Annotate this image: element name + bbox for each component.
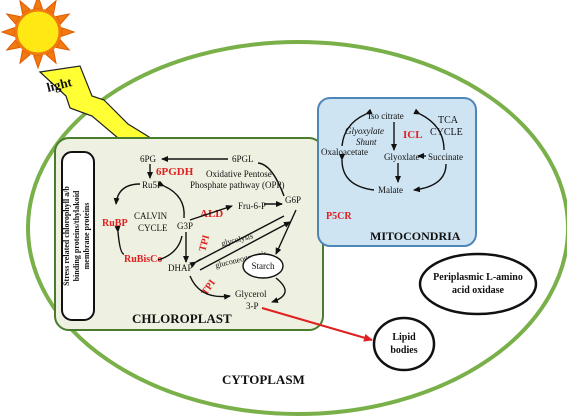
node-glyoxlate: Glyoxlate: [384, 152, 420, 162]
stress-proteins-box: [61, 151, 95, 321]
sun-ray: [33, 55, 43, 70]
stress-line-1: Stress related chlorophyll a/b: [62, 186, 71, 286]
node-glyoxylate-2: Shunt: [356, 137, 377, 147]
node-glyoxylate-1: Glyoxylate: [345, 126, 384, 136]
node-calvin-1: CALVIN: [134, 211, 168, 221]
sun-ray: [45, 0, 57, 15]
node-tca-1: TCA: [438, 115, 459, 126]
opp-line-1: Oxidative Pentose: [206, 169, 272, 179]
lipid-line-1: Lipid: [392, 332, 416, 343]
node-starch: Starch: [252, 261, 275, 271]
chloroplast-arrows: [113, 156, 297, 303]
enzyme-tpi-1: TPI: [197, 234, 212, 253]
periplasmic-line-2: acid oxidase: [452, 285, 505, 296]
node-g6p: G6P: [285, 195, 301, 205]
node-ru5p: Ru5P: [142, 180, 162, 190]
node-oxaloacetate: Oxaloacetate: [321, 147, 368, 157]
node-rubp: RuBP: [102, 218, 128, 229]
node-dhap: DHAP: [168, 263, 193, 273]
node-glycerol-1: Glycerol: [235, 289, 267, 299]
periplasmic-oxidase-node: [418, 252, 538, 316]
node-iso-citrate: Iso citrate: [368, 111, 404, 121]
starch-node: [242, 253, 284, 279]
chloroplast-title: CHLOROPLAST: [132, 311, 232, 326]
node-6pg: 6PG: [140, 154, 157, 164]
node-succinate: Succinate: [428, 152, 463, 162]
lipid-arrow: [261, 307, 373, 342]
enzyme-icl: ICL: [403, 129, 423, 141]
light-label: light: [45, 74, 74, 95]
cytoplasm-label: CYTOPLASM: [222, 372, 305, 387]
sun-ray: [55, 13, 71, 25]
sun-icon: [0, 0, 76, 70]
sun-ray: [33, 0, 43, 9]
node-calvin-2: CYCLE: [138, 223, 168, 233]
sun-ray: [19, 0, 31, 15]
enzyme-rubisco: RuBisCo: [124, 254, 162, 265]
node-malate: Malate: [378, 185, 403, 195]
mitochondria-compartment: [317, 97, 477, 247]
sun-ray: [5, 39, 21, 51]
lipid-bodies-node: [372, 316, 436, 372]
periplasmic-line-1: Periplasmic L-amino: [433, 272, 523, 283]
stress-proteins-label: Stress related chlorophyll a/b binding p…: [62, 186, 91, 286]
sun-ray: [0, 27, 15, 37]
node-tca-2: CYCLE: [430, 127, 463, 138]
sun-ray: [61, 27, 76, 37]
node-glycerol-2: 3-P: [246, 301, 259, 311]
node-g3p: G3P: [177, 221, 193, 231]
sun-ray: [55, 39, 71, 51]
mitochondria-title: MITOCONDRIA: [370, 229, 461, 243]
stress-line-3: membrane proteins: [82, 203, 91, 270]
enzyme-p5cr: P5CR: [326, 211, 352, 222]
mitochondria-arrows: [338, 108, 447, 193]
node-fru6p: Fru-6-P: [238, 201, 266, 211]
enzyme-6pgdh: 6PGDH: [156, 166, 194, 178]
sun-ray: [45, 49, 57, 65]
sun-ray: [19, 49, 31, 65]
sun-ray: [5, 13, 21, 25]
stress-line-2: binding proteins/thylakoid: [72, 190, 81, 281]
node-6pgl: 6PGL: [232, 154, 254, 164]
lipid-line-2: bodies: [390, 345, 417, 356]
opp-line-2: Phosphate pathway (OPP): [190, 180, 285, 190]
